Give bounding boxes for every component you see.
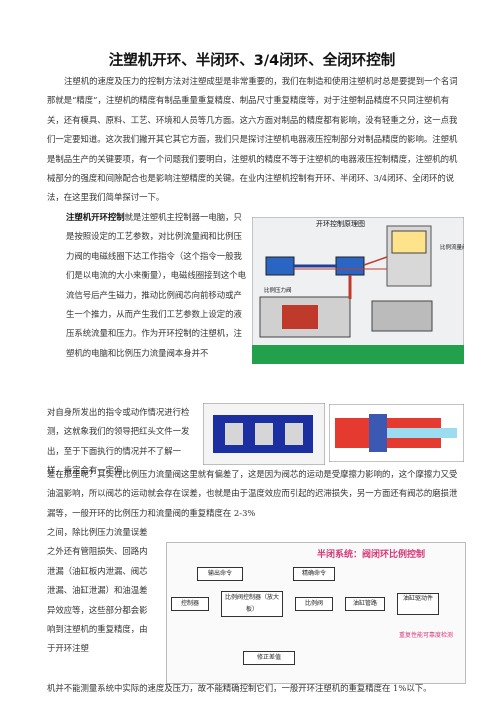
- node-repeatability: 重复性能可靠度检测: [399, 632, 454, 639]
- motor: [371, 300, 433, 332]
- intro-paragraph: 注塑机的速度及压力的控制方法对注塑成型是非常重要的，我们在制造和使用注塑机时总是…: [47, 76, 458, 203]
- fig1-label-pressure: 比例压力阀: [264, 286, 292, 294]
- pressure-valve: [265, 256, 295, 276]
- valve-section-diagram: [203, 403, 325, 465]
- openloop-paragraph-2: 对自身所发出的指令或动作情况进行检测，这就象我们的领导把红头文件一发出，至于下面…: [47, 407, 190, 476]
- cylinder-core: [282, 305, 318, 329]
- openloop-paragraph-3: 差在那里呢？其实在比例压力流量阀这里就有偏差了，这是因为阀芯的运动是受摩擦力影响…: [47, 469, 458, 518]
- fig3-title: 半闭系统：阀闭环比例控制: [317, 550, 426, 560]
- controller-screen: [391, 230, 427, 254]
- openloop-body-1: 就是注塑机主控制器一电脑，只是按照设定的工艺参数，对比例流量阀和比例压力阀的电磁…: [66, 212, 247, 358]
- node-valve: 比例阀: [295, 597, 333, 611]
- semi-closed-loop-diagram: 半闭系统：阀闭环比例控制 输出命令 控制器 比例阀控制器（放大板） 比例阀 油缸…: [166, 542, 466, 684]
- node-actuator: 油缸驱动件: [397, 593, 439, 615]
- openloop-term: 注塑机开环控制: [66, 212, 125, 222]
- node-amp: 比例阀控制器（放大板）: [221, 591, 283, 617]
- openloop-paragraph-5: 机并不能测量系统中实际的速度及压力，故不能精确控制它们，一般开环注塑机的重复精度…: [47, 683, 432, 693]
- openloop-paragraph: 注塑机开环控制就是注塑机主控制器一电脑，只是按照设定的工艺参数，对比例流量阀和比…: [66, 208, 248, 363]
- node-controller: 控制器: [171, 597, 209, 611]
- flow-valve: [335, 256, 365, 276]
- fig1-title: 开环控制原理图: [316, 219, 365, 228]
- fig1-label-flow: 比例流量阀: [440, 243, 464, 251]
- open-loop-diagram: 开环控制原理图 比例流量阀 比例压力阀: [252, 217, 464, 364]
- node-output: 输出命令: [197, 567, 243, 581]
- page-title: 注塑机开环、半闭环、3/4闭环、全闭环控制: [108, 53, 396, 69]
- node-precise: 精确命令: [293, 567, 335, 581]
- node-pipe: 油缸管路: [345, 597, 385, 611]
- node-correction: 修正差值: [243, 651, 295, 665]
- openloop-paragraph-4: 之间，除比例压力流量误差之外还有管阻损失、回路内泄漏（油缸板内泄漏、阀芯泄漏、油…: [47, 527, 148, 654]
- cylinder-diagram: [329, 404, 464, 462]
